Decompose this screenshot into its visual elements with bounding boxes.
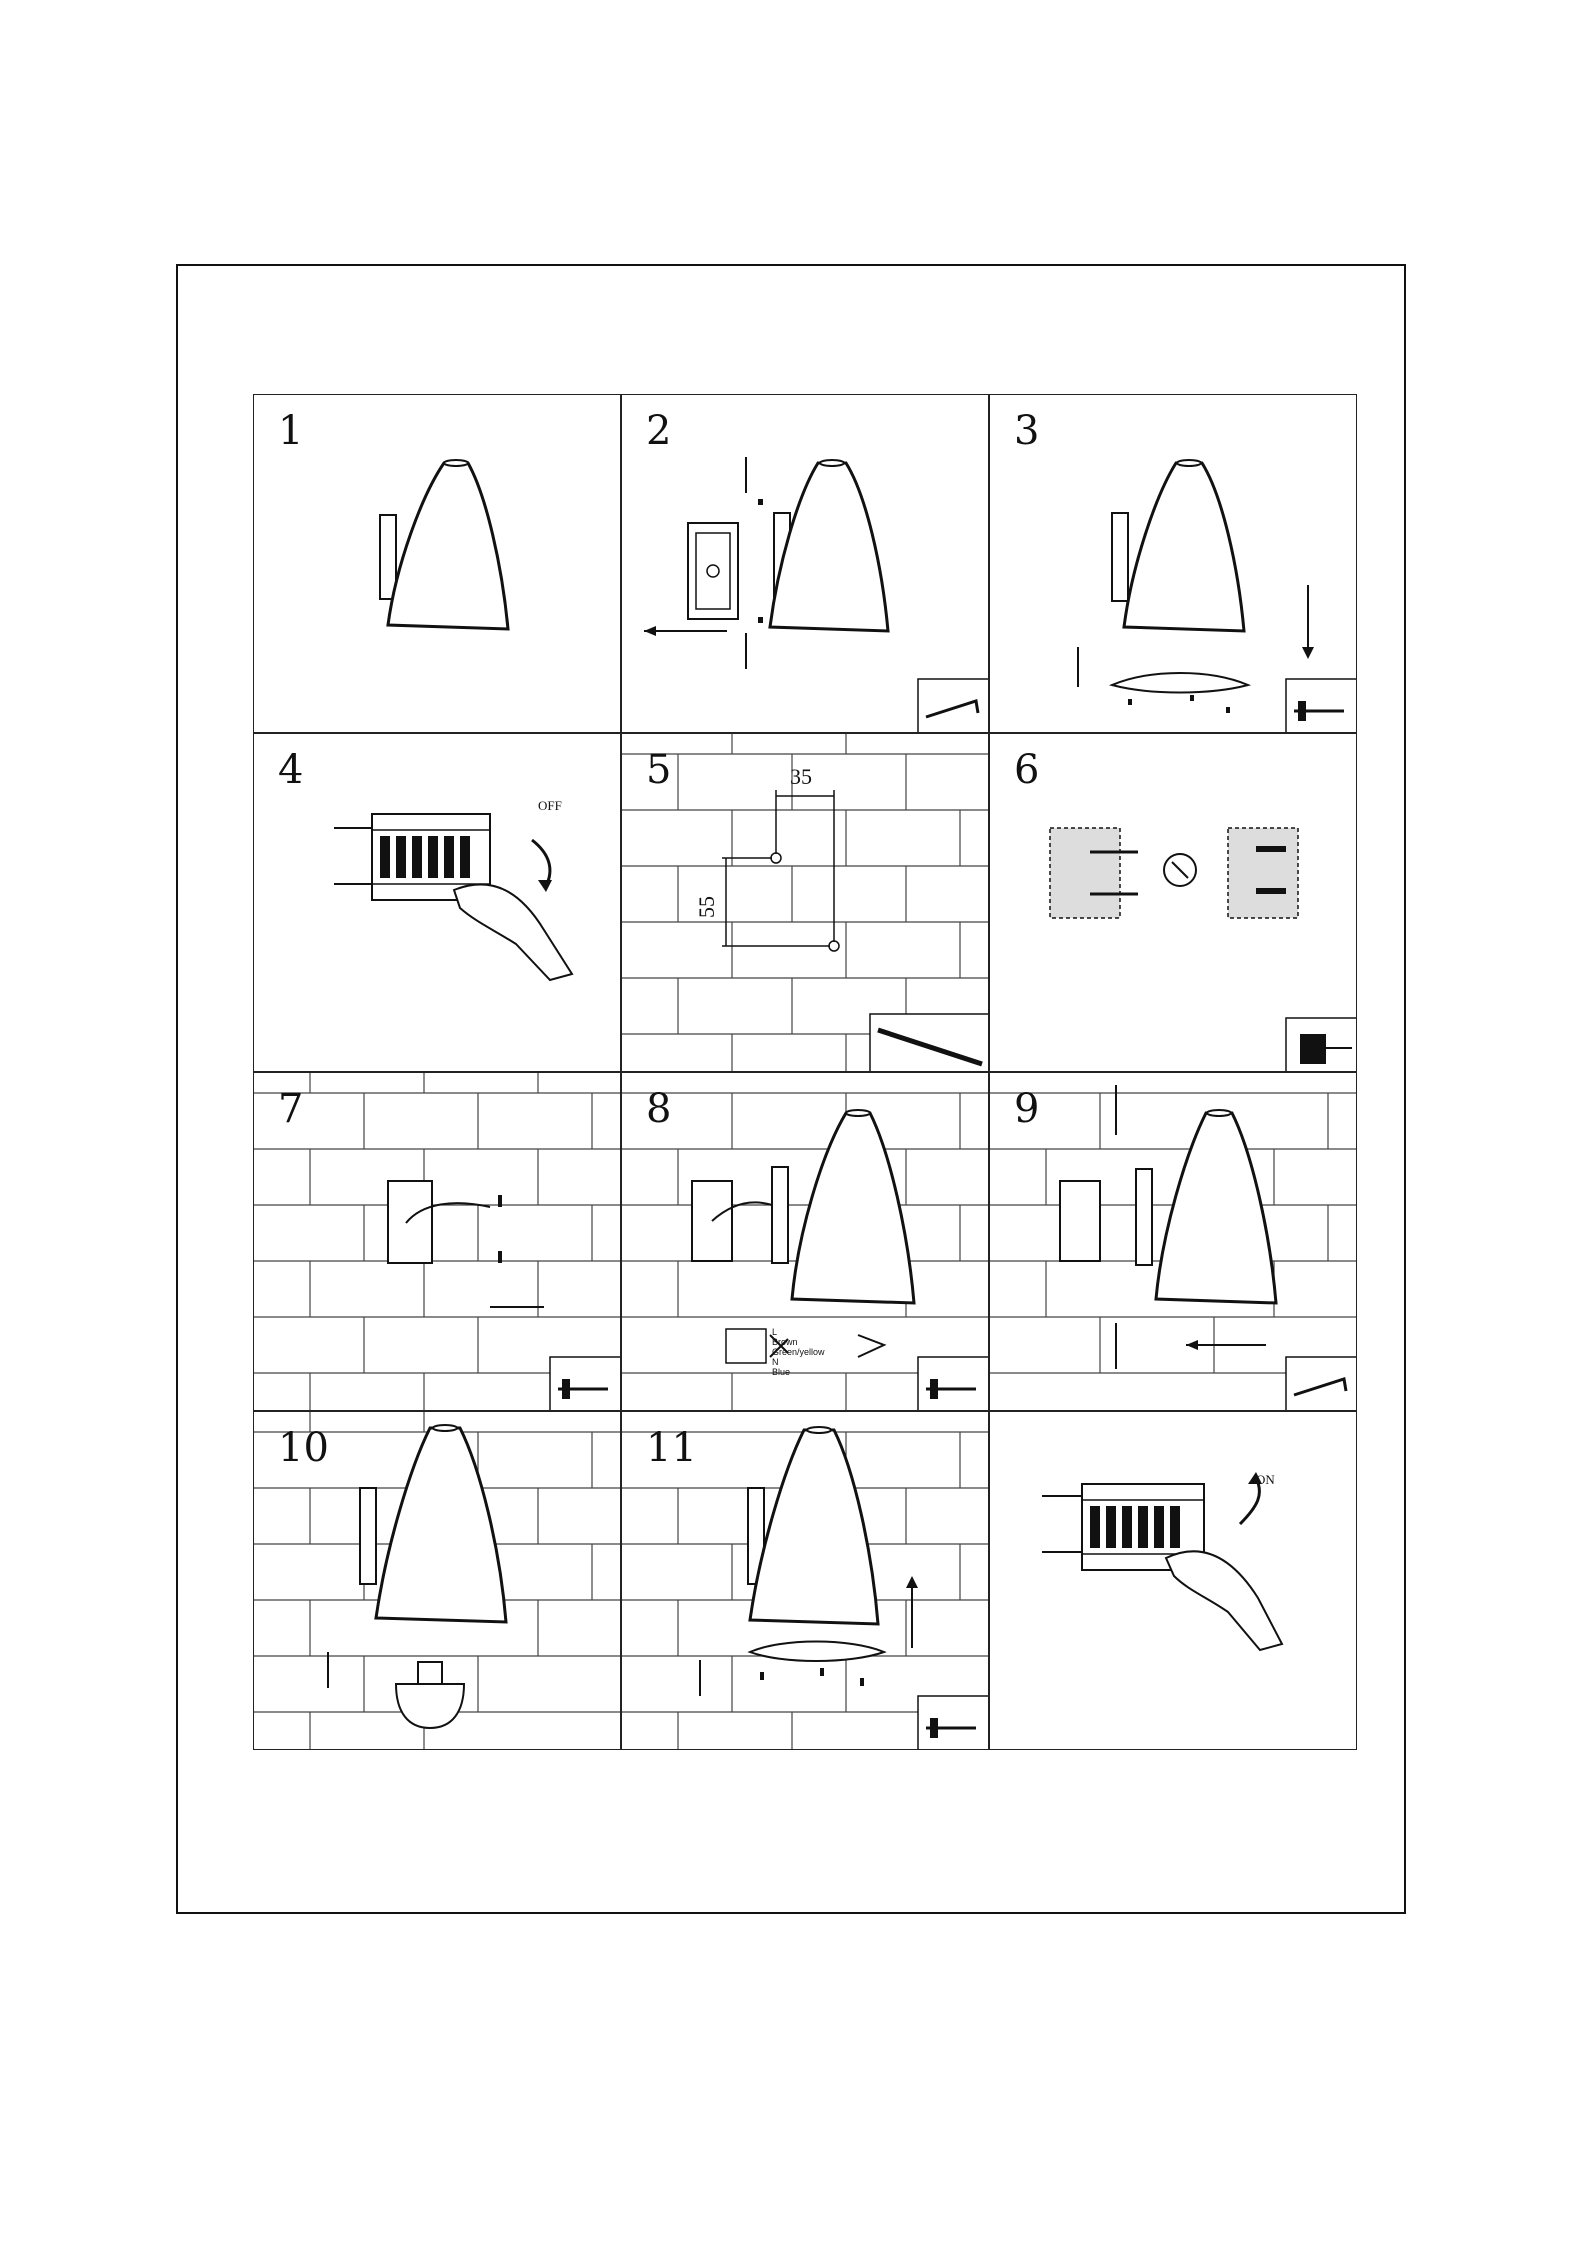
lamp-bracket-illustration [622, 395, 989, 733]
step-number: 2 [646, 411, 671, 451]
step-6-panel: 6 [989, 733, 1357, 1072]
on-label: ON [1256, 1472, 1275, 1488]
step-11-panel: 11 [621, 1411, 989, 1750]
step-number: 11 [646, 1428, 697, 1468]
step-12-panel: ON [989, 1411, 1357, 1750]
step-1-panel: 1 [253, 394, 621, 733]
step-number: 10 [278, 1428, 329, 1468]
step-2-panel: 2 [621, 394, 989, 733]
bracket-on-wall-illustration [254, 1073, 621, 1411]
step-number: 3 [1014, 411, 1039, 451]
wall-plug-illustration [990, 734, 1357, 1072]
step-number: 8 [646, 1089, 671, 1129]
step-10-panel: 10 [253, 1411, 621, 1750]
lamp-cover-illustration [990, 395, 1357, 733]
fuse-box-on-illustration [990, 1412, 1357, 1750]
step-number: 4 [278, 750, 303, 790]
step-number: 9 [1014, 1089, 1039, 1129]
step-number: 7 [278, 1089, 303, 1129]
wire-label: N [772, 1357, 825, 1367]
off-label: OFF [538, 798, 562, 814]
wire-label: Brown [772, 1337, 825, 1347]
step-7-panel: 7 [253, 1072, 621, 1411]
step-3-panel: 3 [989, 394, 1357, 733]
step-8-panel: L Brown Green/yellow N Blue 8 [621, 1072, 989, 1411]
step-9-panel: 9 [989, 1072, 1357, 1411]
step-5-panel: 5 35 55 [621, 733, 989, 1072]
dimension-horizontal: 35 [790, 764, 812, 790]
lamp-illustration [254, 395, 621, 733]
fuse-box-off-illustration [254, 734, 621, 1072]
lamp-mounting-illustration [990, 1073, 1357, 1411]
dimension-vertical: 55 [694, 896, 720, 918]
wire-label: Green/yellow [772, 1347, 825, 1357]
step-4-panel: 4 OFF [253, 733, 621, 1072]
step-number: 5 [646, 750, 671, 790]
instruction-grid: 1 2 [253, 394, 1357, 1750]
wire-label: Blue [772, 1367, 825, 1377]
step-number: 6 [1014, 750, 1039, 790]
wire-legend: L Brown Green/yellow N Blue [772, 1327, 825, 1377]
wire-label: L [772, 1327, 825, 1337]
step-number: 1 [278, 411, 303, 451]
